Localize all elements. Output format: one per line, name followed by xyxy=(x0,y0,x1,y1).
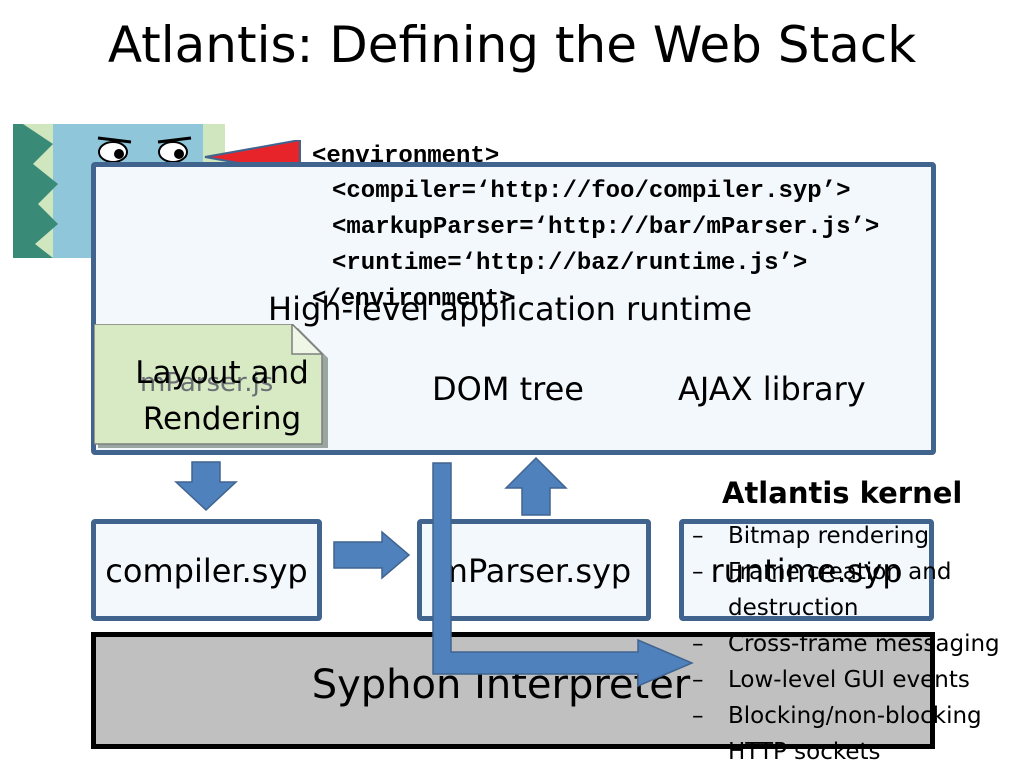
mparser-js-label: mParser.js xyxy=(140,368,274,398)
kernel-item: –Blocking/non-blocking xyxy=(692,703,982,729)
right-arrow xyxy=(333,530,411,580)
mparser-box xyxy=(417,519,651,621)
layout-rendering-label: Layout and Rendering xyxy=(135,355,309,437)
mparser-box-label: mParser.syp xyxy=(436,552,632,590)
runtime-syp-box xyxy=(679,519,934,621)
runtime-syp-box-label: runtime.syp xyxy=(710,552,903,590)
ajax-library-label: AJAX library xyxy=(678,370,866,408)
kernel-item: HTTP sockets xyxy=(728,739,881,765)
kernel-item: –Frame creation and xyxy=(692,559,952,585)
dom-tree-label: DOM tree xyxy=(432,370,584,408)
kernel-item: destruction xyxy=(728,595,859,621)
slide-title: Atlantis: Defining the Web Stack xyxy=(107,16,917,74)
markup-parser-code-line: <markupParser=‘http://bar/mParser.js’> xyxy=(332,214,880,241)
runtime-box-label: High-level application runtime xyxy=(268,290,753,328)
kernel-list: –Bitmap rendering –Frame creation and de… xyxy=(692,518,1000,770)
compiler-box-label: compiler.syp xyxy=(105,552,308,590)
down-arrow xyxy=(174,461,238,512)
runtime-code-line: <runtime=‘http://baz/runtime.js’> xyxy=(332,250,808,277)
up-arrow xyxy=(504,456,568,516)
kernel-item: –Low-level GUI events xyxy=(692,667,970,693)
note-shape xyxy=(94,324,328,448)
kernel-heading: Atlantis kernel xyxy=(722,476,963,510)
kernel-item: –Cross-frame messaging xyxy=(692,631,1000,657)
environment-close-tag: </environment> xyxy=(312,286,514,313)
l-shaped-arrow xyxy=(432,462,694,688)
compiler-box xyxy=(91,519,322,621)
kernel-item: –Bitmap rendering xyxy=(692,523,930,549)
compiler-code-line: <compiler=‘http://foo/compiler.syp’> xyxy=(332,178,851,205)
